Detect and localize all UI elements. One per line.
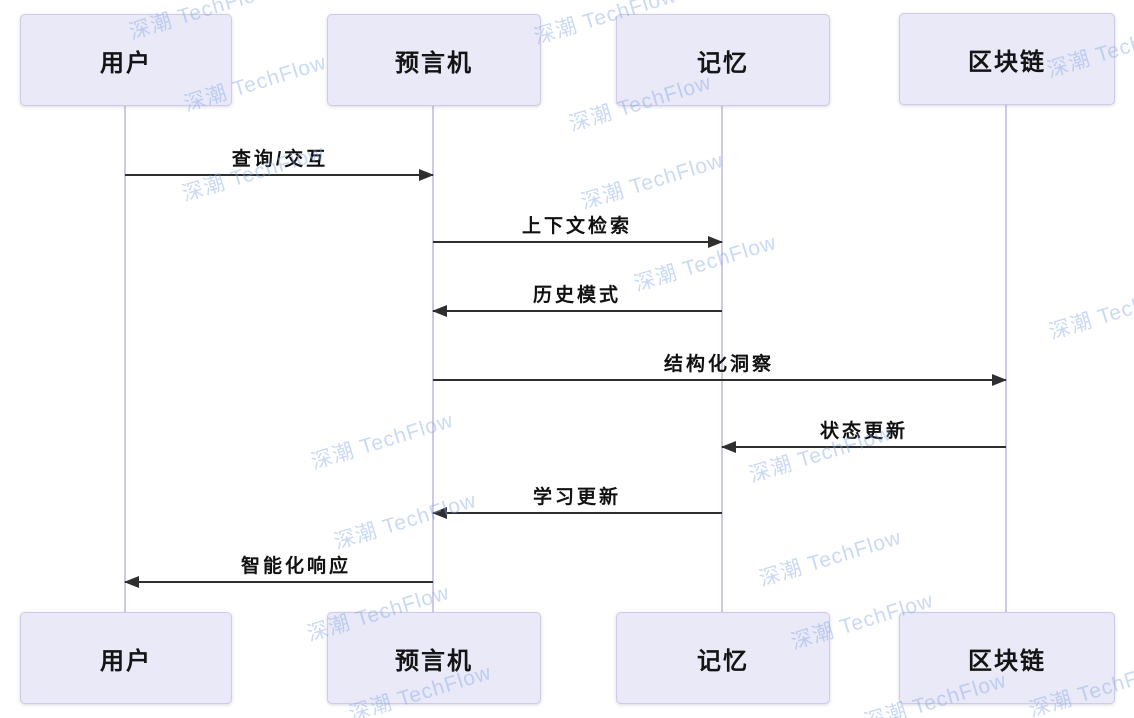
message-label-state-update: 状态更新 bbox=[819, 421, 909, 442]
actor-bottom-oracle: 预言机 bbox=[327, 612, 541, 704]
watermark-text: 深潮 TechFlow bbox=[1046, 278, 1134, 344]
actor-top-memory: 记忆 bbox=[616, 14, 830, 106]
watermark-text: 深潮 TechFlow bbox=[756, 525, 905, 591]
actor-top-blockchain: 区块链 bbox=[899, 13, 1115, 105]
actor-label: 用户 bbox=[100, 49, 152, 77]
arrowhead-right-icon bbox=[992, 374, 1007, 386]
message-label-learning-update: 学习更新 bbox=[532, 487, 622, 508]
message-label-historical-patterns: 历史模式 bbox=[532, 285, 622, 306]
actor-bottom-blockchain: 区块链 bbox=[899, 612, 1115, 704]
arrowhead-left-icon bbox=[432, 305, 447, 317]
message-arrow-historical-patterns bbox=[432, 305, 722, 317]
arrowhead-left-icon bbox=[721, 441, 736, 453]
message-arrow-state-update bbox=[721, 441, 1006, 453]
lifeline-memory bbox=[721, 103, 723, 614]
message-arrow-context-retrieval bbox=[433, 236, 723, 248]
actor-label: 区块链 bbox=[968, 48, 1046, 76]
actor-label: 区块链 bbox=[968, 647, 1046, 675]
message-arrow-learning-update bbox=[432, 507, 722, 519]
lifeline-user bbox=[124, 103, 126, 614]
arrowhead-left-icon bbox=[124, 576, 139, 588]
message-label-structured-insights: 结构化洞察 bbox=[663, 354, 775, 375]
arrowhead-left-icon bbox=[432, 507, 447, 519]
lifeline-blockchain bbox=[1005, 103, 1007, 614]
actor-bottom-user: 用户 bbox=[20, 612, 232, 704]
lifeline-oracle bbox=[432, 103, 434, 614]
actor-label: 用户 bbox=[100, 647, 152, 675]
actor-bottom-memory: 记忆 bbox=[616, 612, 830, 704]
message-label-intelligent-response: 智能化响应 bbox=[240, 556, 352, 577]
watermark-text: 深潮 TechFlow bbox=[331, 488, 480, 554]
message-arrow-intelligent-response bbox=[124, 576, 433, 588]
message-label-query-interaction: 查询/交互 bbox=[231, 149, 329, 170]
actor-top-oracle: 预言机 bbox=[327, 14, 541, 106]
actor-label: 预言机 bbox=[395, 647, 473, 675]
actor-label: 预言机 bbox=[395, 49, 473, 77]
message-label-context-retrieval: 上下文检索 bbox=[521, 216, 633, 237]
arrowhead-right-icon bbox=[708, 236, 723, 248]
message-arrow-structured-insights bbox=[433, 374, 1007, 386]
watermark-text: 深潮 TechFlow bbox=[308, 408, 457, 474]
actor-label: 记忆 bbox=[697, 49, 749, 77]
arrowhead-right-icon bbox=[419, 169, 434, 181]
message-arrow-query-interaction bbox=[125, 169, 434, 181]
actor-label: 记忆 bbox=[697, 647, 749, 675]
actor-top-user: 用户 bbox=[20, 14, 232, 106]
watermark-text: 深潮 TechFlow bbox=[631, 230, 780, 296]
watermark-text: 深潮 TechFlow bbox=[578, 148, 727, 214]
